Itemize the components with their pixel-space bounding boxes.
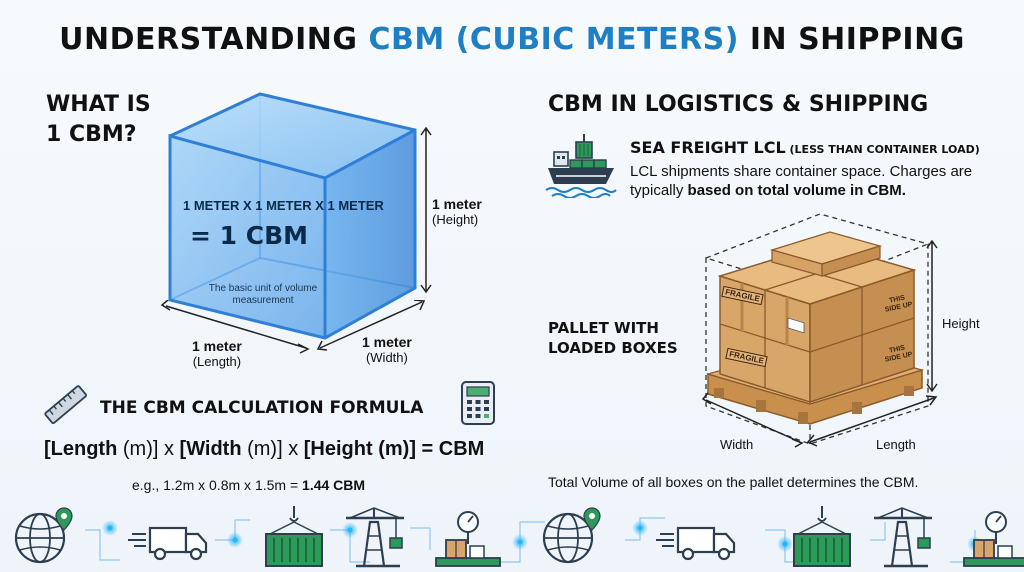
cube-diagram bbox=[168, 92, 417, 340]
footer-icons-repeat bbox=[542, 504, 1024, 568]
pallet-length-label: Length bbox=[876, 437, 916, 452]
logistics-heading: CBM IN LOGISTICS & SHIPPING bbox=[548, 92, 929, 117]
cube-top-face bbox=[170, 94, 415, 178]
delivery-truck-icon bbox=[128, 526, 208, 561]
cube-width-label: 1 meter (Width) bbox=[362, 334, 412, 365]
footer-icon-band bbox=[14, 504, 1024, 568]
pallet-width-label: Width bbox=[720, 437, 754, 452]
port-crane-icon bbox=[346, 507, 404, 568]
sea-freight-description: LCL shipments share container space. Cha… bbox=[630, 163, 973, 199]
cube-length-label: 1 meter (Length) bbox=[192, 338, 242, 369]
formula-example: e.g., 1.2m x 0.8m x 1.5m = 1.44 CBM bbox=[132, 477, 366, 493]
pallet-note: Total Volume of all boxes on the pallet … bbox=[548, 474, 919, 490]
cube-note: The basic unit of volume measurement bbox=[208, 283, 318, 306]
ruler-icon bbox=[44, 385, 87, 425]
cube-base-arrows bbox=[160, 300, 426, 354]
calculator-icon bbox=[461, 381, 495, 425]
pallet-boxes-diagram bbox=[705, 213, 929, 445]
pallet-height-label: Height bbox=[942, 316, 980, 331]
sea-freight-title: SEA FREIGHT LCL (LESS THAN CONTAINER LOA… bbox=[630, 138, 980, 157]
globe-pin-icon bbox=[14, 507, 73, 564]
what-is-cbm-heading: WHAT IS 1 CBM? bbox=[46, 92, 151, 147]
page-title: UNDERSTANDING CBM (CUBIC METERS) IN SHIP… bbox=[59, 22, 965, 57]
formula-title: THE CBM CALCULATION FORMULA bbox=[100, 398, 424, 418]
cbm-formula: [Length (m)] x [Width (m)] x [Height (m)… bbox=[44, 438, 485, 460]
scale-box-icon bbox=[435, 511, 501, 567]
container-crane-hook-icon bbox=[265, 506, 323, 567]
pallet-dimension-arrows bbox=[701, 240, 938, 448]
cube-height-label: 1 meter (Height) bbox=[432, 196, 482, 227]
cube-front-face bbox=[170, 136, 325, 338]
cube-equals-text: = 1 CBM bbox=[190, 221, 309, 250]
pallet-label: PALLET WITH LOADED BOXES bbox=[548, 319, 678, 357]
cargo-ship-icon bbox=[545, 134, 617, 198]
cube-height-arrow bbox=[420, 126, 432, 294]
cube-side-face bbox=[325, 130, 415, 338]
cube-dimensions-text: 1 METER X 1 METER X 1 METER bbox=[183, 198, 384, 213]
